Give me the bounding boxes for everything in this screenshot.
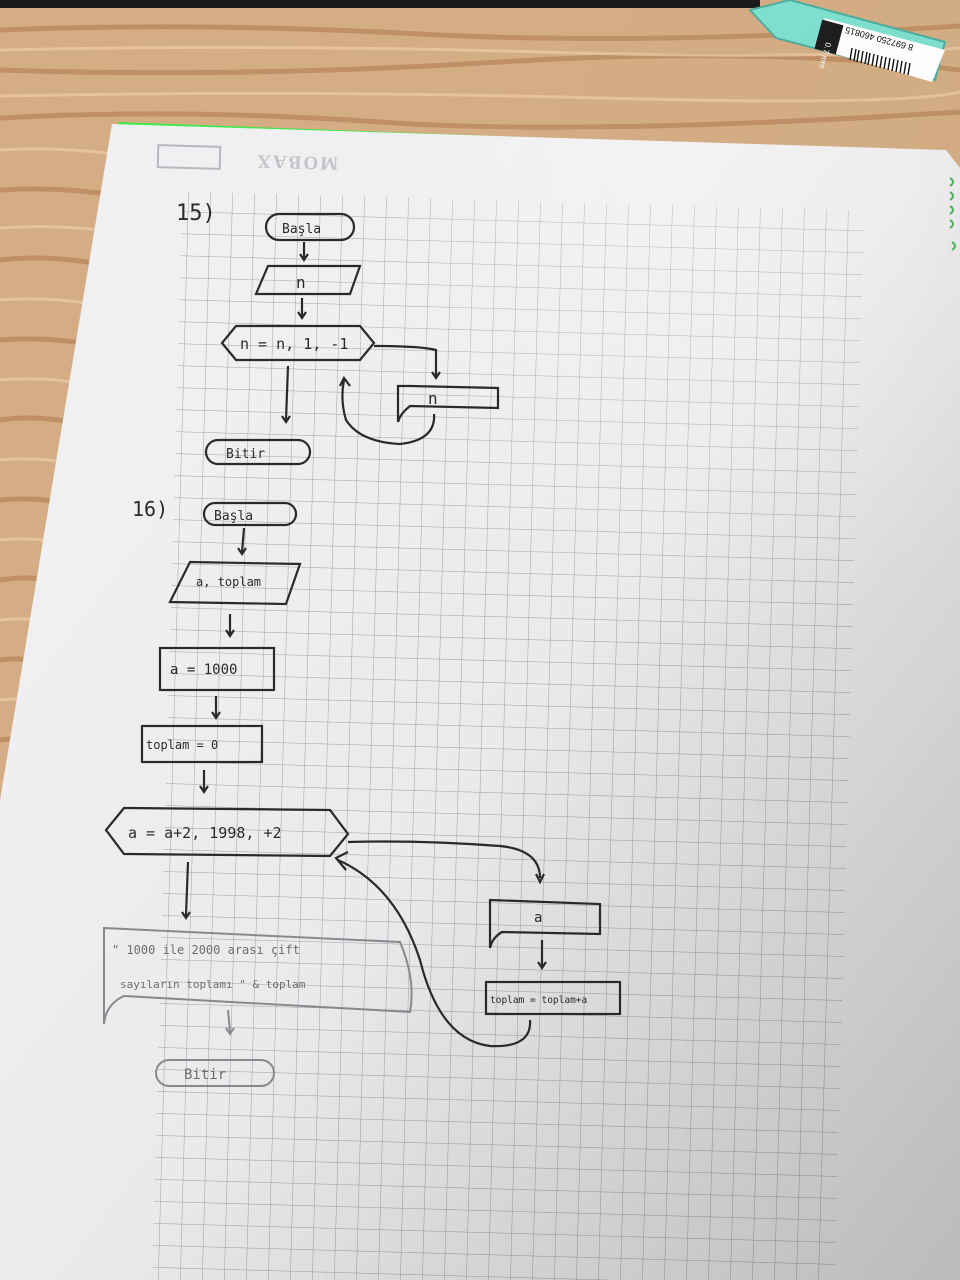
photo-scene: 0.7 mm 8 697250 460815 MOBAX xyxy=(0,0,960,1280)
shadow-overlay xyxy=(0,0,960,1280)
